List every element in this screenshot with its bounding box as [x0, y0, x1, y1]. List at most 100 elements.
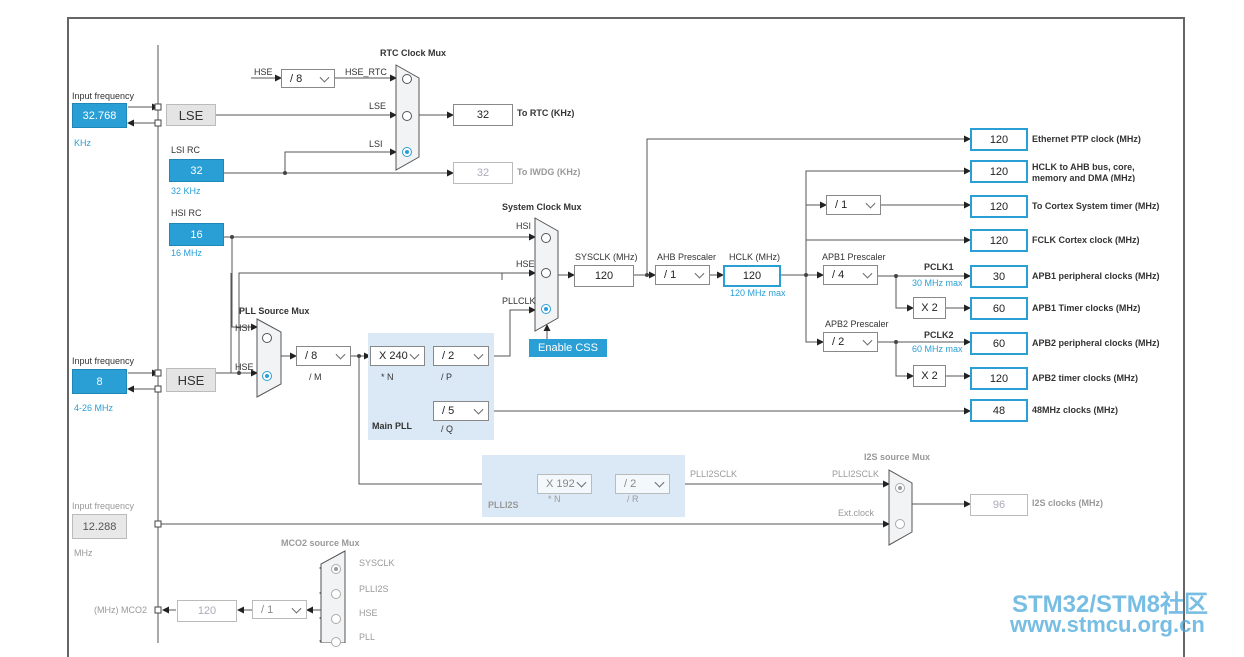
rtc-lse-label: LSE [369, 101, 387, 111]
hsi-value: 16 [169, 223, 224, 246]
apb1-prescaler-select[interactable]: / 4 [823, 265, 878, 285]
lsi-label: LSI RC [171, 145, 201, 155]
pll-p-value: / 2 [442, 350, 455, 362]
pll-q-label: / Q [441, 424, 454, 434]
rtc-radio-lse[interactable] [402, 111, 412, 121]
mco2-hse-label: HSE [359, 608, 378, 618]
sysclk-label: SYSCLK (MHz) [575, 252, 638, 262]
pll-source-mux-shape [256, 318, 282, 398]
rtc-hse-divider-select[interactable]: / 8 [281, 69, 335, 88]
chevron-down-icon [654, 477, 665, 488]
hclk-max: 120 MHz max [730, 288, 786, 298]
lse-block: LSE [166, 104, 216, 126]
pll-p-select[interactable]: / 2 [433, 346, 489, 366]
sysmux-hsi-label: HSI [516, 221, 532, 231]
hse-frequency-input[interactable]: 8 [72, 369, 127, 394]
rtc-out-label: To RTC (KHz) [517, 108, 575, 118]
apb2-max: 60 MHz max [912, 344, 963, 354]
lsi-value: 32 [169, 159, 224, 182]
ext-frequency-input[interactable]: 12.288 [72, 514, 127, 539]
i2smux-radio-ext[interactable] [895, 519, 905, 529]
pll-m-select[interactable]: / 8 [296, 346, 351, 366]
plli2s-r-value: / 2 [624, 478, 637, 490]
mco2-radio-sysclk[interactable] [331, 564, 341, 574]
plli2s-n-select[interactable]: X 192 [537, 474, 592, 494]
pllsrc-radio-hse[interactable] [262, 371, 272, 381]
mco2-mux-title: MCO2 source Mux [281, 538, 360, 548]
rtc-radio-lsi[interactable] [402, 147, 412, 157]
sysclk-value[interactable]: 120 [574, 265, 634, 287]
mco2-plli2s-label: PLLI2S [359, 584, 389, 594]
mco2-divider-value: / 1 [261, 603, 274, 616]
rtc-radio-hse[interactable] [402, 74, 412, 84]
ext-input-label: Input frequency [72, 501, 135, 511]
cortex-divider-select[interactable]: / 1 [826, 195, 881, 215]
hclk-ahb-value[interactable]: 120 [970, 160, 1028, 183]
plli2s-r-select[interactable]: / 2 [615, 474, 670, 494]
sysmux-radio-hse[interactable] [541, 268, 551, 278]
enable-css-button[interactable]: Enable CSS [529, 339, 607, 357]
lsi-unit: 32 KHz [171, 186, 201, 196]
clock-48mhz-value[interactable]: 48 [970, 399, 1028, 422]
mco2-pll-label: PLL [359, 632, 376, 642]
apb1-label: APB1 Prescaler [822, 252, 886, 262]
mco2-radio-plli2s[interactable] [331, 589, 341, 599]
rtc-lsi-label: LSI [369, 139, 383, 149]
fclk-label: FCLK Cortex clock (MHz) [1032, 235, 1140, 245]
ahb-label: AHB Prescaler [657, 252, 717, 262]
mco2-radio-hse[interactable] [331, 614, 341, 624]
mco2-sysclk-label: SYSCLK [359, 558, 395, 568]
apb2-peripheral-label: APB2 peripheral clocks (MHz) [1032, 338, 1160, 348]
clock-48mhz-label: 48MHz clocks (MHz) [1032, 405, 1119, 415]
chevron-down-icon [865, 198, 876, 209]
chevron-down-icon [862, 335, 873, 346]
apb1-peripheral-label: APB1 peripheral clocks (MHz) [1032, 271, 1160, 281]
cortex-timer-label: To Cortex System timer (MHz) [1032, 201, 1160, 211]
i2s-clock-value: 96 [970, 494, 1028, 516]
mco2-radio-pll[interactable] [331, 637, 341, 647]
pllsrc-hse-label: HSE [235, 362, 254, 372]
mco2-divider-select[interactable]: / 1 [252, 600, 307, 619]
ethernet-ptp-label: Ethernet PTP clock (MHz) [1032, 134, 1141, 144]
pclk2-label: PCLK2 [924, 330, 954, 340]
pll-m-label: / M [309, 372, 322, 382]
hse-unit: 4-26 MHz [74, 403, 114, 413]
mco2-out-value: 120 [177, 600, 237, 622]
apb1-timer-value[interactable]: 60 [970, 297, 1028, 320]
i2smux-in2-label: Ext.clock [838, 508, 875, 518]
lse-unit: KHz [74, 138, 92, 148]
rtc-out-value: 32 [453, 104, 513, 126]
sysmux-radio-hsi[interactable] [541, 233, 551, 243]
lse-input-label: Input frequency [72, 91, 135, 101]
fclk-value[interactable]: 120 [970, 229, 1028, 252]
apb1-peripheral-value[interactable]: 30 [970, 265, 1028, 288]
ahb-prescaler-value: / 1 [664, 269, 677, 281]
lse-frequency-input[interactable]: 32.768 [72, 103, 127, 128]
apb2-peripheral-value[interactable]: 60 [970, 332, 1028, 355]
apb2-timer-value[interactable]: 120 [970, 367, 1028, 390]
plli2s-n-value: X 192 [546, 478, 575, 490]
apb1-x2-multiplier: X 2 [913, 297, 946, 319]
pllsrc-hsi-label: HSI [235, 323, 251, 333]
pllsrc-radio-hsi[interactable] [262, 333, 272, 343]
pll-m-value: / 8 [305, 350, 318, 362]
iwdg-out-label: To IWDG (KHz) [517, 167, 581, 177]
rtc-hse-divider-value: / 8 [290, 72, 303, 85]
i2smux-in1-label: PLLI2SCLK [832, 469, 880, 479]
chevron-down-icon [335, 349, 346, 360]
i2s-clock-label: I2S clocks (MHz) [1032, 498, 1104, 508]
watermark-line2: www.stmcu.org.cn [1010, 612, 1205, 637]
i2smux-radio-plli2s[interactable] [895, 483, 905, 493]
pll-q-select[interactable]: / 5 [433, 401, 489, 421]
pll-n-select[interactable]: X 240 [370, 346, 425, 366]
ahb-prescaler-select[interactable]: / 1 [655, 265, 710, 285]
hclk-value[interactable]: 120 [723, 265, 781, 287]
apb2-prescaler-select[interactable]: / 2 [823, 332, 878, 352]
ethernet-ptp-value[interactable]: 120 [970, 128, 1028, 151]
apb1-timer-label: APB1 Timer clocks (MHz) [1032, 303, 1141, 313]
sysmux-radio-pllclk[interactable] [541, 304, 551, 314]
chevron-down-icon [473, 404, 484, 415]
cortex-timer-value[interactable]: 120 [970, 195, 1028, 218]
apb2-label: APB2 Prescaler [825, 319, 889, 329]
plli2s-out-label: PLLI2SCLK [690, 469, 738, 479]
